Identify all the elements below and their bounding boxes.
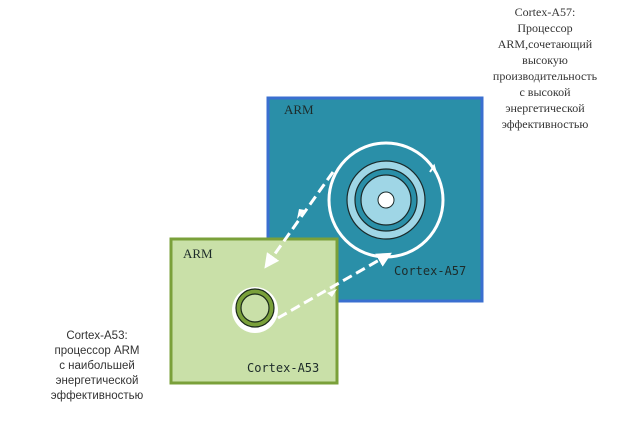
arrow-mid-head-icon: [297, 209, 305, 219]
cortex-a53-vendor-label: ARM: [183, 246, 213, 261]
cortex-a53-cluster: ARM Cortex-A53: [169, 237, 339, 385]
orbit-direction-icon: [429, 163, 437, 174]
cortex-a53-core-label: Cortex-A53: [247, 361, 319, 375]
cortex-a53-core-icon: [232, 287, 278, 333]
arrow-a53-to-a57: [277, 252, 392, 320]
arrow-mid-head-icon: [327, 289, 337, 297]
cortex-a57-core-icon: [346, 160, 426, 240]
cortex-a57-caption: Cortex-A57: Процессор ARM,сочетающий выс…: [492, 5, 598, 131]
cortex-a57-core-label: Cortex-A57: [394, 264, 466, 278]
cortex-a57-vendor-label: ARM: [284, 102, 314, 117]
migration-arrows: [264, 171, 392, 320]
cortex-a53-caption: Cortex-A53: процессор ARM с наибольшей э…: [50, 330, 144, 402]
arrow-a57-to-a53: [264, 171, 335, 269]
